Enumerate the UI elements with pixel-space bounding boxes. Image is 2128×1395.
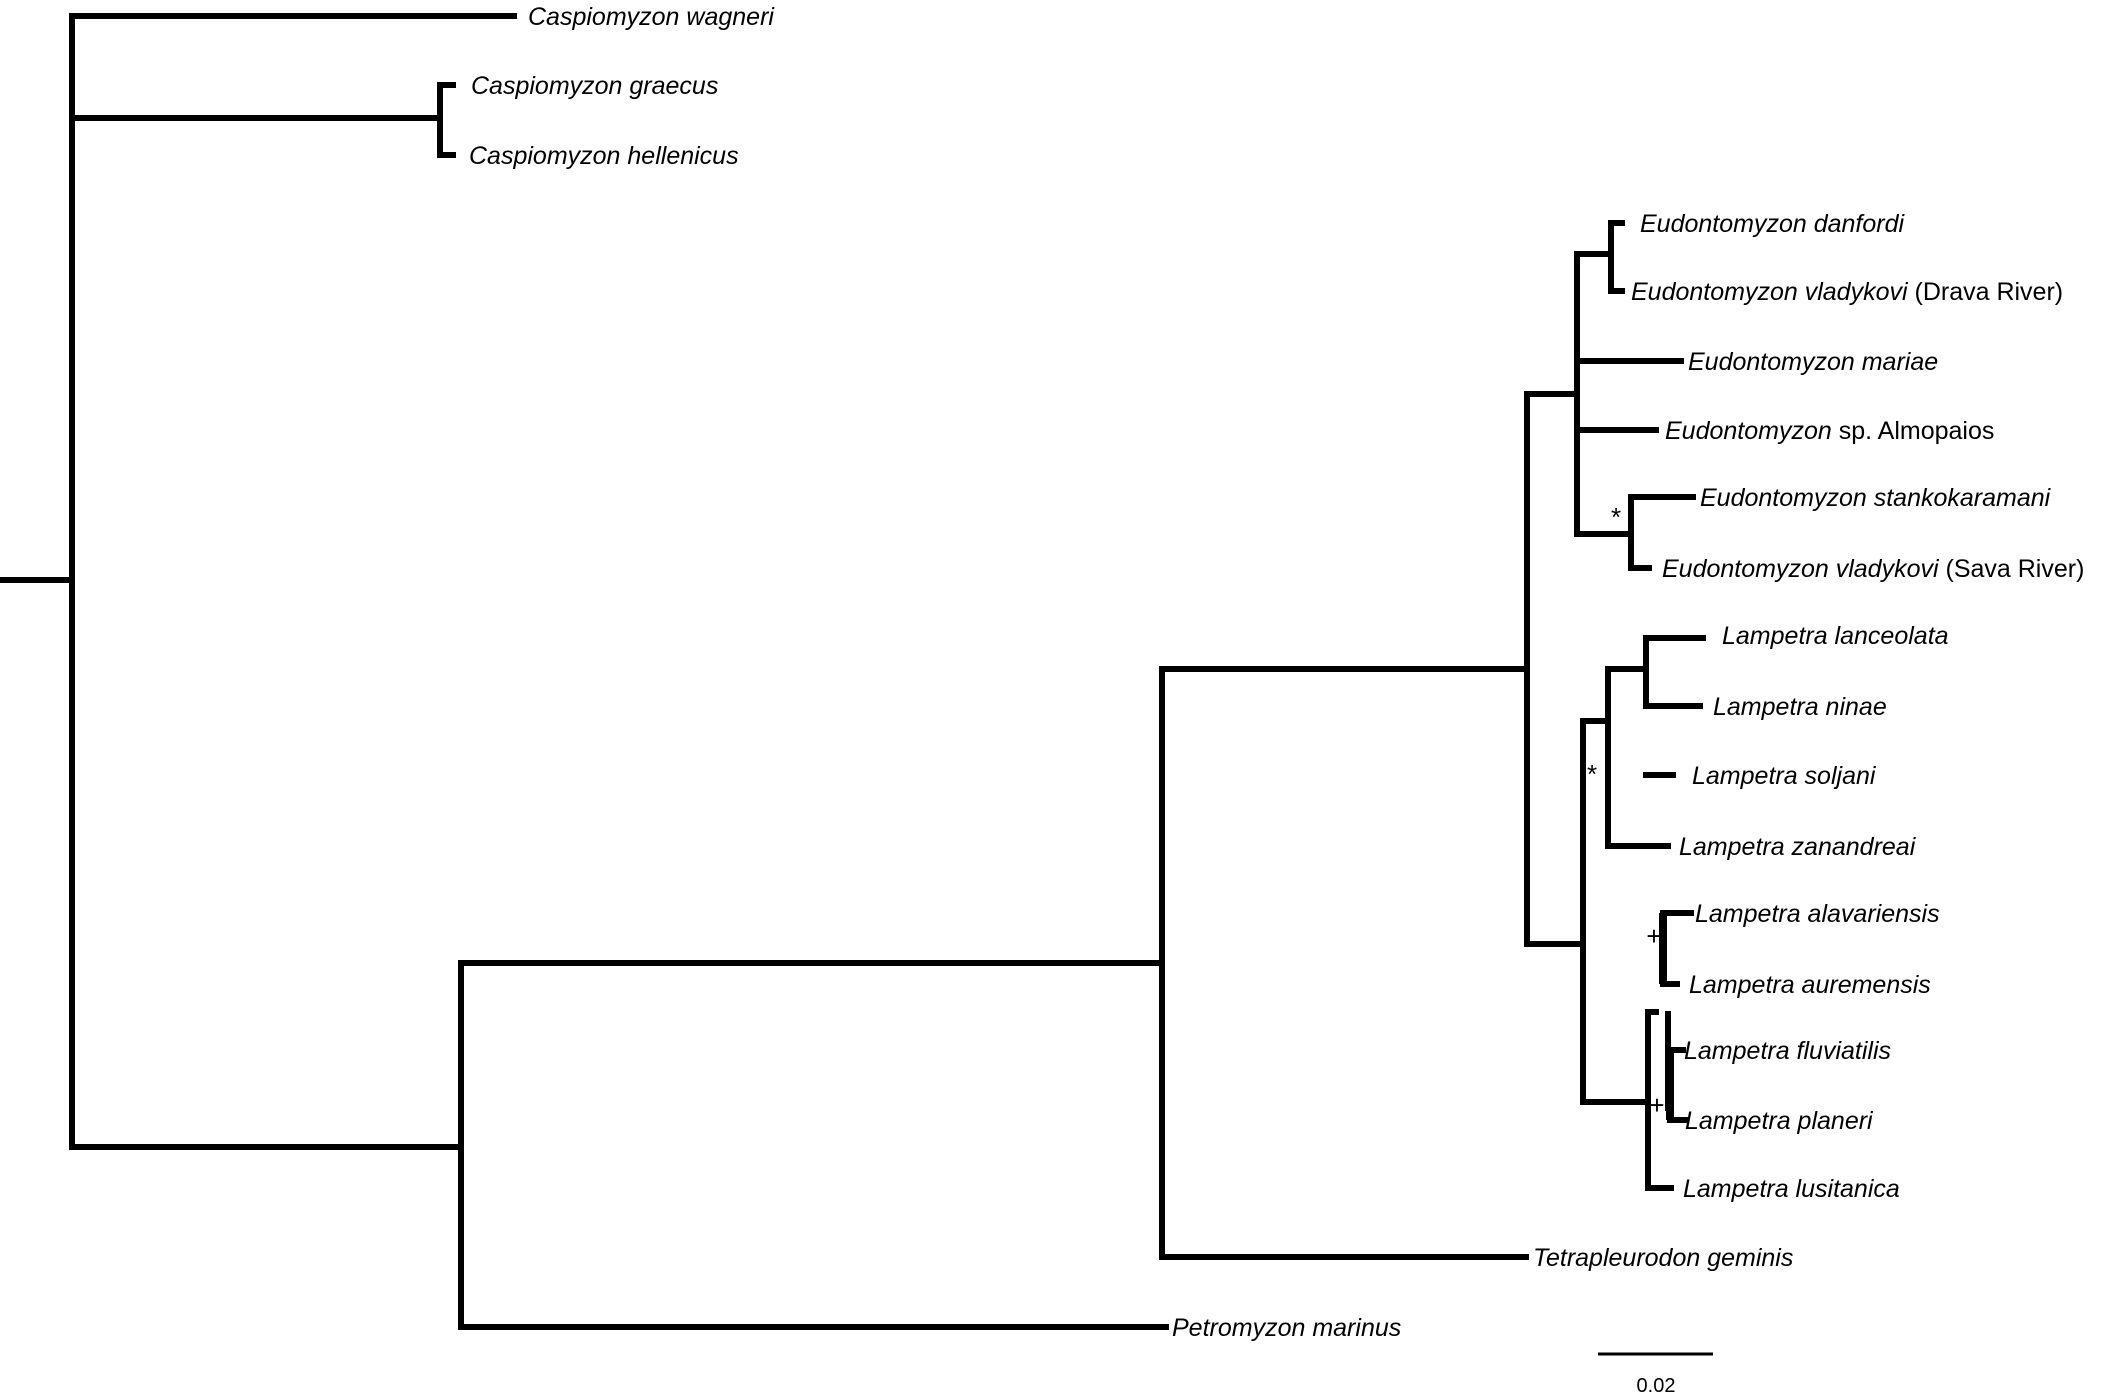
asterisk-mark: * <box>1611 502 1621 532</box>
taxon-label: Caspiomyzon hellenicus <box>469 142 739 170</box>
taxon-label: Lampetra fluviatilis <box>1684 1037 1891 1065</box>
taxon-plain-suffix: (Sava River) <box>1939 555 2085 583</box>
taxon-italic-name: Lampetra zanandreai <box>1679 833 1917 861</box>
taxon-italic-name: Eudontomyzon <box>1665 417 1832 445</box>
taxon-italic-name: Lampetra ninae <box>1713 693 1887 721</box>
taxon-label: Lampetra lusitanica <box>1683 1175 1900 1203</box>
taxon-label: Lampetra auremensis <box>1689 971 1931 999</box>
taxon-italic-name: Caspiomyzon graecus <box>471 72 718 100</box>
scale-bar-label: 0.02 <box>1637 1375 1676 1395</box>
plus-mark: + <box>1646 921 1661 951</box>
taxon-italic-name: Lampetra alavariensis <box>1695 900 1940 928</box>
scale-bar: 0.02 <box>1598 1352 1713 1395</box>
taxon-label: Eudontomyzon sp. Almopaios <box>1665 417 1994 445</box>
taxon-italic-name: Tetrapleurodon geminis <box>1533 1244 1793 1272</box>
taxon-italic-name: Eudontomyzon vladykovi <box>1662 555 1940 583</box>
taxon-italic-name: Petromyzon marinus <box>1172 1314 1401 1342</box>
taxon-plain-suffix: sp. Almopaios <box>1832 417 1995 445</box>
taxon-label: Eudontomyzon danfordi <box>1640 210 1906 238</box>
taxon-italic-name: Lampetra fluviatilis <box>1684 1037 1891 1065</box>
taxon-label: Caspiomyzon wagneri <box>528 3 775 31</box>
taxon-italic-name: Lampetra lusitanica <box>1683 1175 1900 1203</box>
taxon-label: Caspiomyzon graecus <box>471 72 718 100</box>
taxon-label: Lampetra zanandreai <box>1679 833 1917 861</box>
taxon-italic-name: Lampetra auremensis <box>1689 971 1931 999</box>
taxon-label: Eudontomyzon mariae <box>1688 348 1938 376</box>
plus-mark: + <box>1649 1090 1664 1120</box>
taxon-italic-name: Eudontomyzon mariae <box>1688 348 1938 376</box>
taxon-label: Lampetra ninae <box>1713 693 1887 721</box>
tree-branches <box>0 13 1706 1330</box>
taxon-label: Eudontomyzon vladykovi (Drava River) <box>1631 278 2063 306</box>
asterisk-mark: * <box>1587 759 1597 789</box>
taxon-italic-name: Caspiomyzon wagneri <box>528 3 775 31</box>
taxon-label: Eudontomyzon vladykovi (Sava River) <box>1662 555 2084 583</box>
taxon-italic-name: Lampetra lanceolata <box>1722 622 1949 650</box>
taxon-plain-suffix: (Drava River) <box>1908 278 2064 306</box>
taxon-italic-name: Caspiomyzon hellenicus <box>469 142 739 170</box>
taxon-italic-name: Lampetra planeri <box>1685 1107 1874 1135</box>
vertical-connector <box>1659 913 1667 984</box>
taxon-italic-name: Eudontomyzon danfordi <box>1640 210 1906 238</box>
taxon-label: Tetrapleurodon geminis <box>1533 1244 1793 1272</box>
taxon-italic-name: Eudontomyzon vladykovi <box>1631 278 1909 306</box>
taxon-label: Lampetra planeri <box>1685 1107 1874 1135</box>
taxon-label: Petromyzon marinus <box>1172 1314 1401 1342</box>
vertical-connector <box>1666 1050 1674 1120</box>
node-support-marks: * * + + <box>1587 502 1665 1120</box>
taxon-italic-name: Eudontomyzon stankokaramani <box>1700 484 2052 512</box>
taxon-label: Eudontomyzon stankokaramani <box>1700 484 2052 512</box>
taxon-label: Lampetra alavariensis <box>1695 900 1940 928</box>
taxon-label: Lampetra soljani <box>1692 762 1877 790</box>
taxon-italic-name: Lampetra soljani <box>1692 762 1877 790</box>
taxon-label: Lampetra lanceolata <box>1722 622 1949 650</box>
